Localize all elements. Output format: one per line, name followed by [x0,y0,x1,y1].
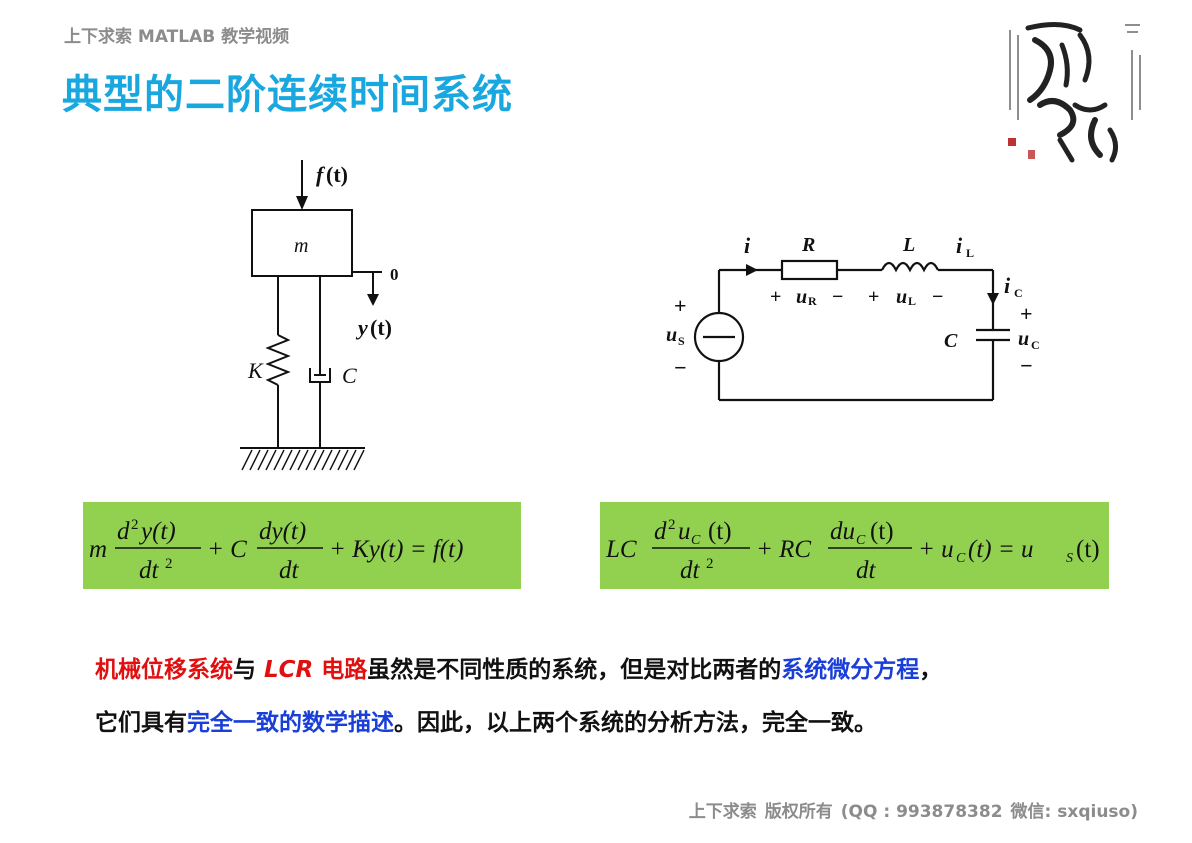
mechanical-equation-box: m d 2 y(t) dt 2 + C dy(t) dt + Ky(t) = f… [83,502,521,589]
displacement-label: y [355,315,368,340]
ur-label: u [796,286,807,308]
ic-label: i [1004,273,1011,298]
footer-qq: (QQ : 993878382 [840,802,1003,822]
eq-elec-rest1sub: C [956,551,966,566]
lcr-circuit-diagram: i R L i L i C + u R − + u L − + u S − C … [666,233,1040,402]
spring-label: K [247,358,264,383]
calligraphy-seal-logo [1008,22,1141,163]
eq-elec-usub: C [691,533,701,548]
eq-mech-plusc: + C [207,536,247,563]
header-subtitle: 上下求索 MATLAB 教学视频 [64,27,290,47]
force-label: f [316,162,326,187]
eq-elec-dusub: C [856,533,866,548]
eq-elec-t2: (t) [870,518,894,545]
paragraph-line-1: 机械位移系统与 LCR 电路虽然是不同性质的系统，但是对比两者的系统微分方程， [95,650,942,684]
il-label: i [956,233,963,258]
eq-mech-rest: + Ky(t) = f(t) [329,536,463,563]
il-sub: L [966,246,974,260]
eq-mech-dt: dt [139,557,160,584]
ur-plus: + [770,286,781,308]
us-plus: + [674,293,687,318]
eq-elec-rest3: (t) [1076,536,1100,563]
text-comma: ， [919,657,943,683]
us-label: u [666,324,677,346]
footer-rights: 版权所有 [764,802,833,822]
footer-owner: 上下求索 [688,802,757,822]
eq-elec-dt2: dt [856,557,877,584]
ur-sub: R [808,294,817,308]
eq-elec-du: du [830,518,855,545]
displacement-arg: (t) [370,315,392,340]
us-sub: S [678,334,685,348]
eq-elec-rest2sub: S [1066,551,1073,566]
eq-elec-sup2b: 2 [706,556,714,572]
ur-minus: − [832,286,843,308]
current-i-label: i [744,233,751,258]
uc-minus: − [1020,353,1033,378]
eq-elec-t: (t) [708,518,732,545]
circuit-equation-box: LC d 2 u C (t) dt 2 + RC du C (t) dt + u… [600,502,1109,589]
text-conclusion: 。因此，以上两个系统的分析方法，完全一致。 [394,710,877,736]
zero-label: 0 [390,265,399,284]
eq-mech-sup2b: 2 [165,556,173,572]
eq-elec-lc: LC [605,536,637,563]
paragraph-line-2: 它们具有完全一致的数学描述。因此，以上两个系统的分析方法，完全一致。 [95,703,877,737]
highlight-differential-eq: 系统微分方程 [781,657,920,683]
force-arg: (t) [326,162,348,187]
mass-label: m [294,235,308,257]
eq-elec-sup2: 2 [668,517,676,533]
highlight-lcr: LCR [264,657,314,683]
ul-minus: − [932,286,943,308]
eq-elec-rest1: + u [918,536,954,563]
us-minus: − [674,355,687,380]
highlight-circuit: 电路 [313,657,368,683]
ul-sub: L [908,294,916,308]
highlight-math-description: 完全一致的数学描述 [187,710,394,736]
highlight-mechanical: 机械位移系统 [95,657,233,683]
uc-label: u [1018,328,1029,350]
text-and: 与 [233,657,265,683]
damper-label: C [342,363,357,388]
capacitor-label: C [944,330,958,352]
eq-mech-dtb: dt [279,557,300,584]
eq-mech-sup2: 2 [131,517,139,533]
ul-label: u [896,286,907,308]
footer-wechat: 微信: sxqiuso) [1010,802,1138,822]
inductor-label: L [902,234,915,256]
text-they-have: 它们具有 [95,710,187,736]
eq-elec-u: u [678,518,691,545]
mechanical-system-diagram: f (t) m 0 y (t) K C [240,160,399,471]
uc-plus: + [1020,301,1033,326]
slide-title: 典型的二阶连续时间系统 [62,72,513,118]
eq-mech-d: d [117,518,130,545]
resistor-label: R [801,234,815,256]
eq-elec-dt: dt [680,557,701,584]
footer-copyright: 上下求索版权所有 (QQ : 993878382 微信: sxqiuso) [681,797,1138,822]
eq-elec-d: d [654,518,667,545]
eq-mech-dy: dy(t) [259,518,306,545]
eq-mech-yt: y(t) [138,518,176,545]
text-comparison: 虽然是不同性质的系统，但是对比两者的 [367,657,782,683]
eq-elec-plusrc: + RC [756,536,811,563]
ic-sub: C [1014,286,1023,300]
ul-plus: + [868,286,879,308]
eq-mech-m: m [89,536,107,563]
uc-sub: C [1031,338,1040,352]
eq-elec-rest2: (t) = u [968,536,1033,563]
